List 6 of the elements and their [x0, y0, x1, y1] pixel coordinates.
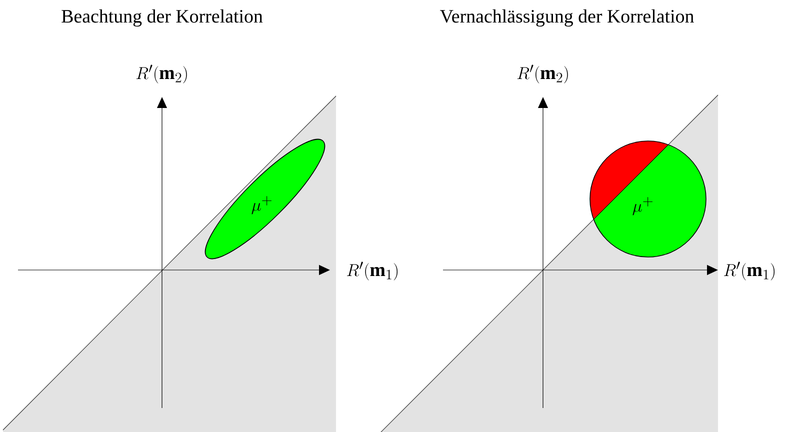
- axis-label: $R'(\mathbf{m}_1)$: [724, 262, 775, 280]
- axis-label: $R'(\mathbf{m}_2)$: [517, 64, 568, 84]
- title: Vernachlässigung der Korrelation: [440, 9, 694, 27]
- title: Beachtung der Korrelation: [62, 9, 263, 27]
- axis-label: $R'(\mathbf{m}_1)$: [347, 262, 398, 280]
- axis-label: $R'(\mathbf{m}_2)$: [136, 64, 187, 84]
